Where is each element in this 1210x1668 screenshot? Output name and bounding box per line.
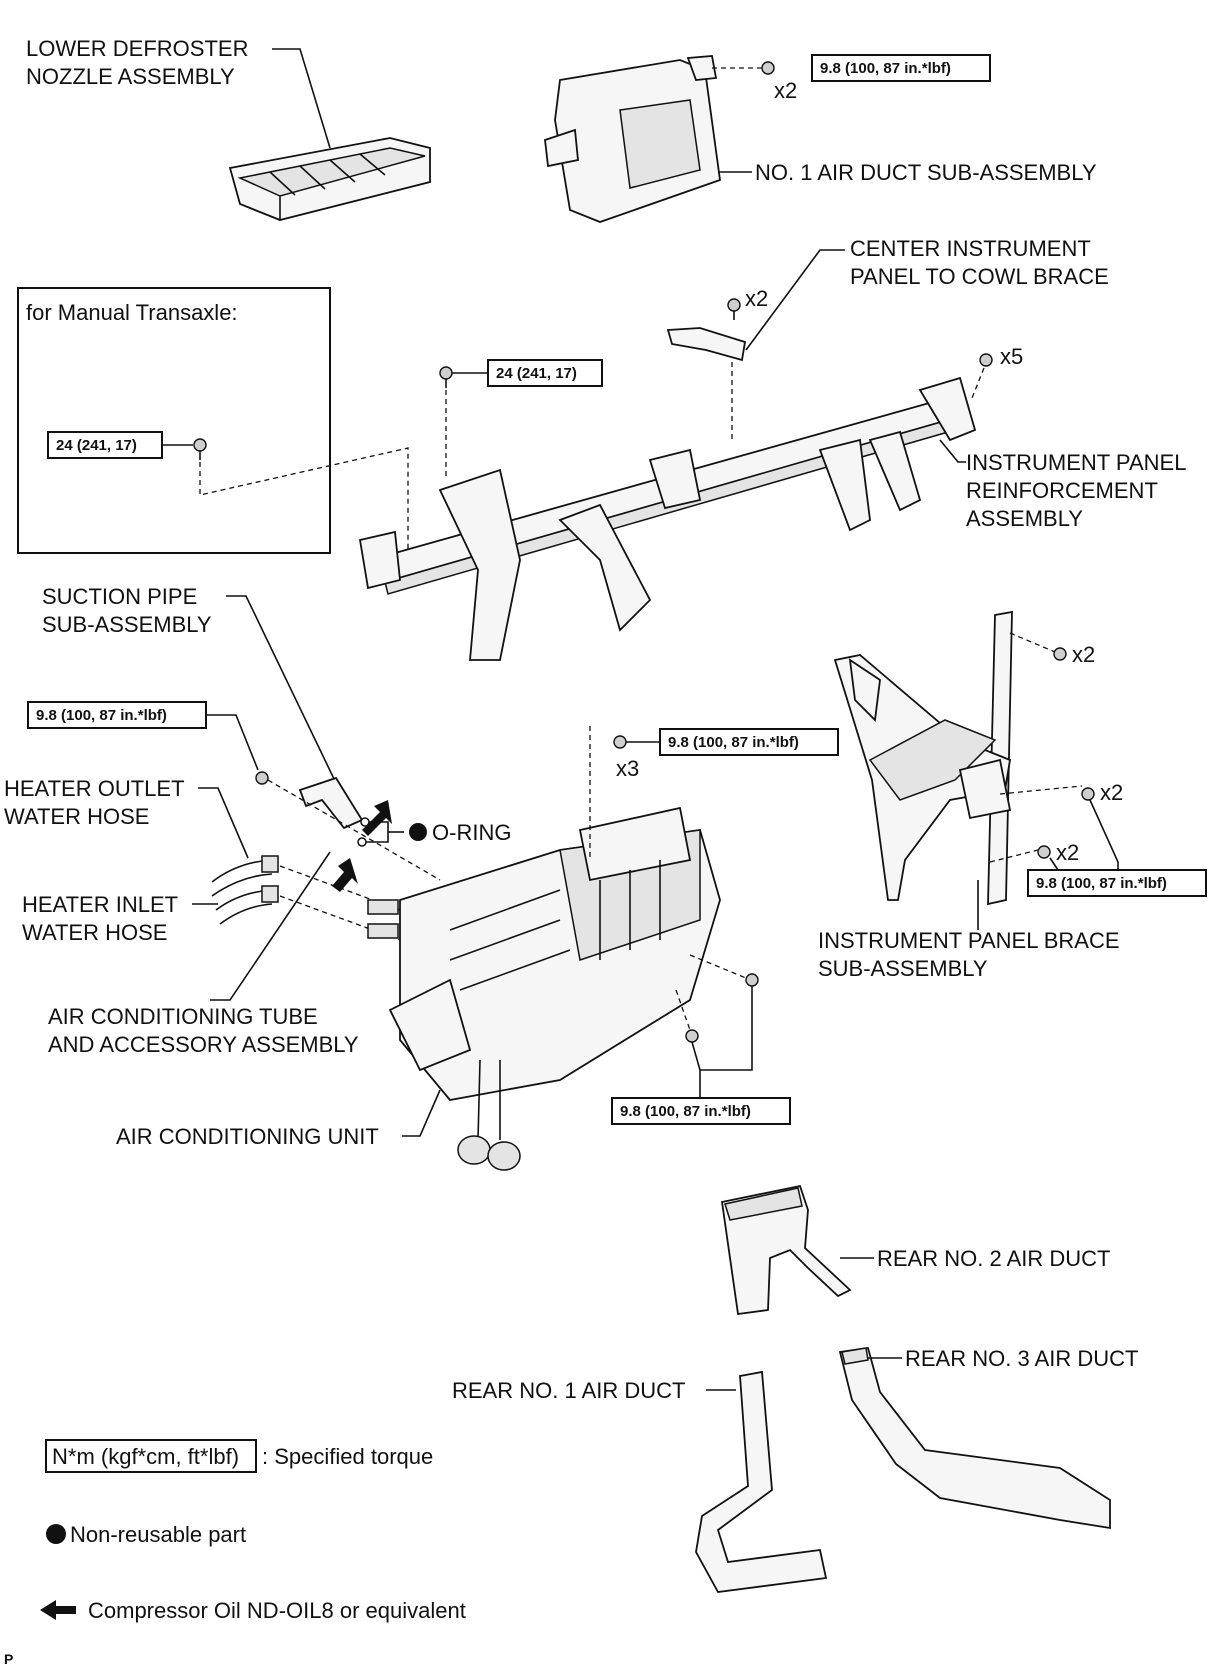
nut-icon (745, 973, 759, 987)
nut-icon (761, 61, 775, 75)
legend-torque-text: : Specified torque (262, 1444, 433, 1469)
qty-x2: x2 (1100, 780, 1123, 805)
brace-sub-label-2: SUB-ASSEMBLY (818, 956, 988, 981)
ac-tube-label-1: AIR CONDITIONING TUBE (48, 1004, 318, 1029)
qty-x2: x2 (1056, 840, 1079, 865)
instrument-panel-reinforcement-part (358, 376, 977, 661)
manual-transaxle-inset (17, 287, 331, 554)
reinforcement-label-3: ASSEMBLY (966, 506, 1083, 531)
heater-inlet-label-2: WATER HOSE (22, 920, 167, 945)
air-conditioning-unit-part (367, 806, 721, 1171)
suction-pipe-label-2: SUB-ASSEMBLY (42, 612, 212, 637)
lower-defroster-nozzle-part (228, 137, 431, 221)
o-ring-icon (360, 817, 370, 827)
bolt-icon (193, 438, 207, 452)
bolt-icon (727, 298, 741, 312)
bolt-icon (1081, 787, 1095, 801)
torque-box-ac-upper (659, 728, 839, 756)
brace-sub-label-1: INSTRUMENT PANEL BRACE (818, 928, 1120, 953)
lower-defroster-label-1: LOWER DEFROSTER (26, 36, 248, 61)
center-brace-label-2: PANEL TO COWL BRACE (850, 264, 1109, 289)
qty-x2: x2 (745, 286, 768, 311)
nut-icon (1053, 647, 1067, 661)
instrument-panel-brace-part (833, 610, 1013, 906)
oil-arrow-icon (332, 858, 358, 892)
oil-arrow-icon (362, 800, 392, 836)
heater-outlet-label-1: HEATER OUTLET (4, 776, 185, 801)
suction-pipe-label-1: SUCTION PIPE (42, 584, 197, 609)
oil-arrow-icon (40, 1600, 76, 1620)
qty-x2: x2 (1072, 642, 1095, 667)
rear-no2-air-duct-part (720, 1184, 852, 1316)
center-brace-part (666, 327, 747, 362)
bolt-icon (439, 366, 453, 380)
non-reusable-dot-icon (46, 1524, 66, 1544)
legend-non-reusable: Non-reusable part (70, 1522, 246, 1547)
heater-outlet-label-2: WATER HOSE (4, 804, 149, 829)
torque-value: 9.8 (100, 87 in.*lbf) (820, 60, 951, 77)
footer-code: P (4, 1651, 13, 1667)
legend-oil: Compressor Oil ND-OIL8 or equivalent (88, 1598, 466, 1623)
no1-air-duct-label: NO. 1 AIR DUCT SUB-ASSEMBLY (755, 160, 1097, 185)
torque-box-no1-duct (811, 54, 991, 82)
center-brace-label-1: CENTER INSTRUMENT (850, 236, 1091, 261)
reinforcement-label-2: REINFORCEMENT (966, 478, 1158, 503)
bolt-icon (1037, 845, 1051, 859)
lower-defroster-label-2: NOZZLE ASSEMBLY (26, 64, 235, 89)
torque-value: 24 (241, 17) (56, 437, 137, 454)
bolt-icon (255, 771, 269, 785)
rear-no1-air-duct-part (695, 1370, 828, 1593)
bolt-icon (979, 353, 993, 367)
no1-air-duct-part (544, 55, 721, 223)
ac-tube-label-2: AND ACCESSORY ASSEMBLY (48, 1032, 359, 1057)
bolt-icon (685, 1029, 699, 1043)
torque-value: 9.8 (100, 87 in.*lbf) (36, 707, 167, 724)
qty-x3: x3 (616, 756, 639, 781)
torque-box-ac-lower (611, 1097, 791, 1125)
rear-no3-label: REAR NO. 3 AIR DUCT (905, 1346, 1138, 1371)
o-ring-label: O-RING (432, 820, 511, 845)
torque-box-inset (47, 431, 163, 459)
non-reusable-dot-icon (409, 823, 427, 841)
heater-inlet-label-1: HEATER INLET (22, 892, 178, 917)
torque-value: 9.8 (100, 87 in.*lbf) (1036, 875, 1167, 892)
torque-box-beam (487, 359, 603, 387)
reinforcement-label-1: INSTRUMENT PANEL (966, 450, 1186, 475)
rear-no1-label: REAR NO. 1 AIR DUCT (452, 1378, 685, 1403)
heater-hoses-part (211, 855, 279, 925)
legend-torque-box-text: N*m (kgf*cm, ft*lbf) (52, 1444, 239, 1469)
rear-no2-label: REAR NO. 2 AIR DUCT (877, 1246, 1110, 1271)
torque-value: 24 (241, 17) (496, 365, 577, 382)
ac-unit-label: AIR CONDITIONING UNIT (116, 1124, 379, 1149)
legend-torque-box (45, 1439, 257, 1473)
qty-x2: x2 (774, 78, 797, 103)
bolt-icon (613, 735, 627, 749)
suction-pipe-part (298, 776, 364, 830)
torque-box-brace (1027, 869, 1207, 897)
qty-x5: x5 (1000, 344, 1023, 369)
torque-value: 9.8 (100, 87 in.*lbf) (668, 734, 799, 751)
rear-no3-air-duct-part (838, 1346, 1111, 1530)
manual-transaxle-title: for Manual Transaxle: (26, 300, 238, 325)
o-ring-icon (357, 837, 367, 847)
torque-value: 9.8 (100, 87 in.*lbf) (620, 1103, 751, 1120)
